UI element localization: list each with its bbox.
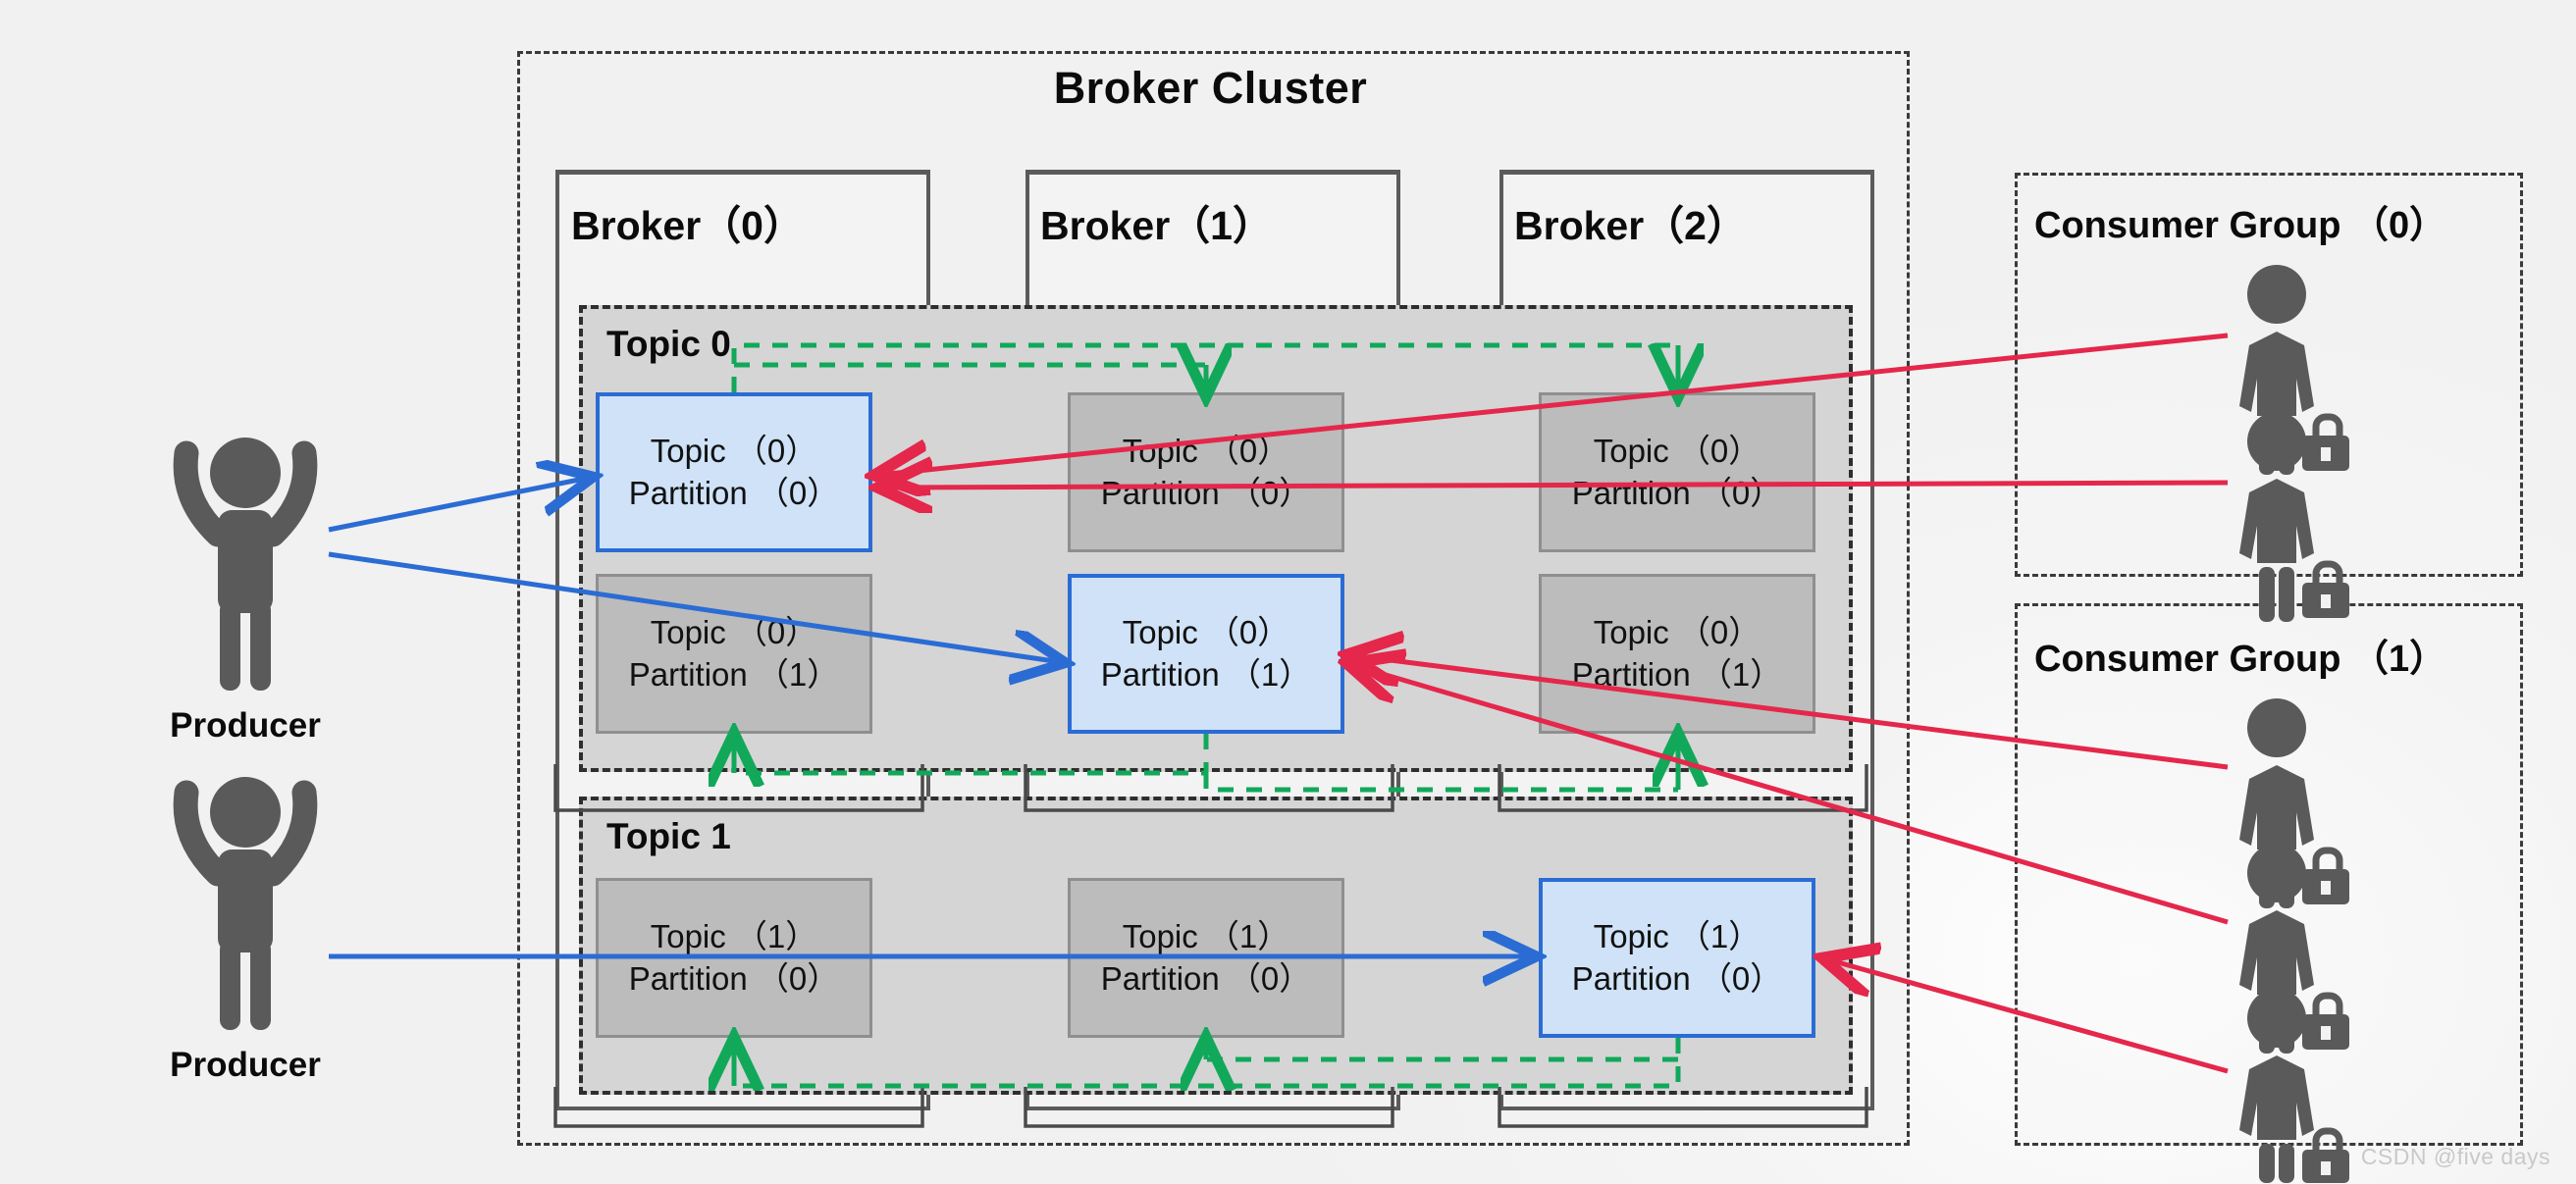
partition-partition-line: Partition （0） (628, 474, 840, 511)
watermark: CSDN @five days (2360, 1144, 2550, 1169)
partition-partition-line: Partition （1） (1100, 655, 1312, 693)
producer-label-2: Producer (170, 1046, 321, 1084)
broker-label-0: Broker（0） (571, 203, 804, 248)
partition-topic-line: Topic （0） (650, 613, 818, 650)
partition-topic-line: Topic （1） (650, 917, 818, 954)
consumer-group-1-title: Consumer Group （1） (2034, 639, 2447, 680)
partition-topic-line: Topic （1） (1122, 917, 1290, 954)
consumer-group-0-title: Consumer Group （0） (2034, 205, 2447, 246)
producer-icon-2 (173, 777, 318, 1030)
partition-topic-line: Topic （0） (650, 432, 818, 469)
partition-t0p1-broker0[interactable]: Topic （0） Partition （1） (596, 574, 872, 734)
partition-t0p0-broker2[interactable]: Topic （0） Partition （0） (1539, 392, 1815, 552)
partition-t0p1-broker2[interactable]: Topic （0） Partition （1） (1539, 574, 1815, 734)
partition-partition-line: Partition （0） (1571, 959, 1783, 997)
broker-label-2: Broker（2） (1514, 203, 1747, 248)
broker-label-1: Broker（1） (1040, 203, 1273, 248)
partition-t0p1-broker1[interactable]: Topic （0） Partition （1） (1068, 574, 1344, 734)
partition-topic-line: Topic （0） (1593, 613, 1761, 650)
partition-t1p0-broker0[interactable]: Topic （1） Partition （0） (596, 878, 872, 1038)
partition-topic-line: Topic （0） (1122, 432, 1290, 469)
consumer-group-1-box (2015, 603, 2523, 1146)
partition-topic-line: Topic （1） (1593, 917, 1761, 954)
partition-partition-line: Partition （0） (1100, 959, 1312, 997)
partition-t1p0-broker2[interactable]: Topic （1） Partition （0） (1539, 878, 1815, 1038)
partition-t0p0-broker1[interactable]: Topic （0） Partition （0） (1068, 392, 1344, 552)
topic-1-label: Topic 1 (606, 816, 731, 856)
partition-partition-line: Partition （0） (1100, 474, 1312, 511)
producer-label-1: Producer (170, 706, 321, 745)
producer-icon-1 (173, 438, 318, 691)
partition-partition-line: Partition （0） (1571, 474, 1783, 511)
partition-partition-line: Partition （1） (628, 655, 840, 693)
partition-t1p0-broker1[interactable]: Topic （1） Partition （0） (1068, 878, 1344, 1038)
partition-partition-line: Partition （1） (1571, 655, 1783, 693)
partition-topic-line: Topic （0） (1593, 432, 1761, 469)
broker-cluster-title: Broker Cluster (1053, 63, 1368, 113)
topic-0-label: Topic 0 (606, 324, 731, 364)
partition-t0p0-broker0[interactable]: Topic （0） Partition （0） (596, 392, 872, 552)
partition-partition-line: Partition （0） (628, 959, 840, 997)
partition-topic-line: Topic （0） (1122, 613, 1290, 650)
